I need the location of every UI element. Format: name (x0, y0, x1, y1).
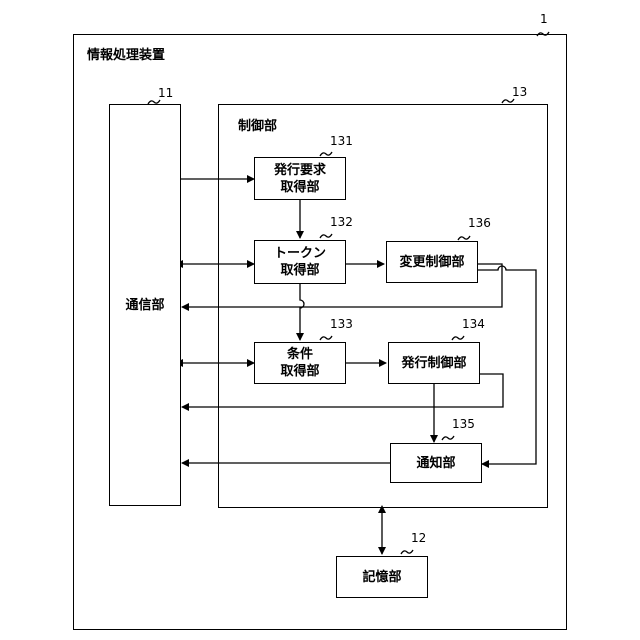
change-control-block: 変更制御部 (386, 241, 478, 283)
communication-unit-label: 通信部 (125, 297, 164, 314)
storage-label: 記憶部 (362, 569, 401, 586)
token-acquisition-block: トークン 取得部 (254, 240, 346, 284)
issue-request-acquisition-block: 発行要求 取得部 (254, 157, 346, 200)
notification-label: 通知部 (416, 455, 455, 472)
storage-ref: 12 (411, 531, 426, 545)
change-control-label: 変更制御部 (399, 254, 464, 271)
issue-request-ref: 131 (330, 134, 353, 148)
control-unit-title: 制御部 (238, 118, 277, 135)
change-control-ref: 136 (468, 216, 491, 230)
storage-block: 記憶部 (336, 556, 428, 598)
issue-control-block: 発行制御部 (388, 342, 480, 384)
condition-label-line2: 取得部 (255, 363, 345, 380)
control-unit-ref: 13 (512, 85, 527, 99)
device-ref-number: 1 (540, 12, 548, 26)
device-title: 情報処理装置 (87, 47, 165, 64)
issue-request-label-line1: 発行要求 (255, 162, 345, 179)
token-ref: 132 (330, 215, 353, 229)
communication-unit: 通信部 (109, 104, 181, 506)
communication-unit-ref: 11 (158, 86, 173, 100)
notification-ref: 135 (452, 417, 475, 431)
token-label-line2: 取得部 (255, 262, 345, 279)
token-label-line1: トークン (255, 245, 345, 262)
issue-control-ref: 134 (462, 317, 485, 331)
notification-block: 通知部 (390, 443, 482, 483)
condition-label-line1: 条件 (255, 346, 345, 363)
condition-ref: 133 (330, 317, 353, 331)
issue-control-label: 発行制御部 (401, 355, 466, 372)
issue-request-label-line2: 取得部 (255, 179, 345, 196)
condition-acquisition-block: 条件 取得部 (254, 342, 346, 384)
